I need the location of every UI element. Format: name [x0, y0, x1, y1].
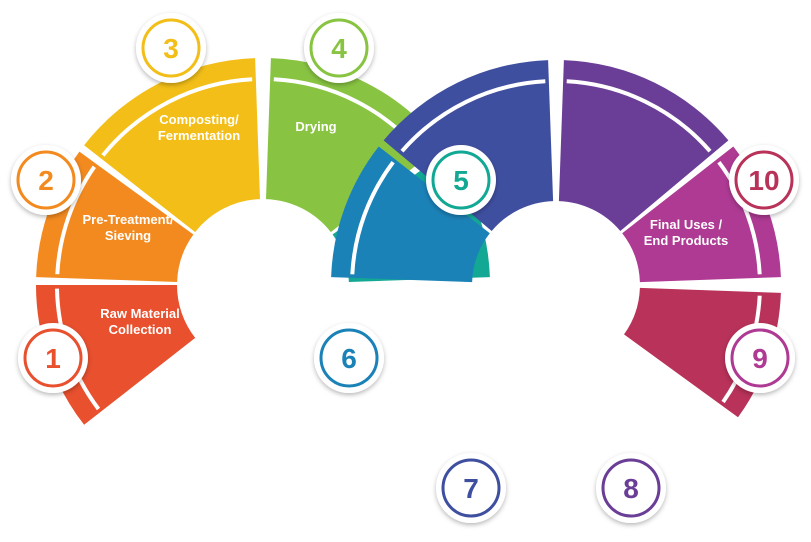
- badge-ring: [441, 458, 501, 518]
- badge-number: 9: [752, 343, 768, 374]
- step-label-4: Drying: [295, 119, 336, 134]
- badge-ring: [730, 328, 790, 388]
- process-step-7: Sieving &Quality Check: [383, 60, 554, 433]
- step-badge-1: 1: [18, 323, 88, 393]
- step-badge-7: 7: [436, 453, 506, 523]
- segment-8: [558, 60, 729, 231]
- badge-ring: [319, 328, 379, 388]
- step-label-line: Final Uses /: [650, 217, 723, 232]
- segment-band-6: [350, 160, 395, 275]
- badge-number: 1: [45, 343, 61, 374]
- segment-band-7: [400, 79, 546, 153]
- badge-ring: [431, 150, 491, 210]
- step-badge-4: 4: [304, 13, 374, 83]
- step-badge-5: 5: [426, 145, 496, 215]
- step-label-line: Pre-Treatment/: [82, 212, 173, 227]
- step-label-line: Sieving &: [460, 402, 519, 417]
- badge-ring: [601, 458, 661, 518]
- segment-band-3: [101, 77, 253, 157]
- step-label-line: Drying: [295, 119, 336, 134]
- step-badge-3: 3: [136, 13, 206, 83]
- step-badge-8: 8: [596, 453, 666, 523]
- step-badge-2: 2: [11, 145, 81, 215]
- step-badge-6: 6: [314, 323, 384, 393]
- process-step-8: Packaging: [558, 60, 729, 422]
- step-badge-10: 10: [729, 145, 799, 215]
- badge-number: 8: [623, 473, 639, 504]
- step-label-line: Collection: [109, 322, 172, 337]
- badge-ring: [141, 18, 201, 78]
- process-step-3: Composting/Fermentation: [84, 58, 260, 233]
- badges-layer: 1 2 3 4 5 6 7 8 9 10: [11, 13, 799, 523]
- step-label-2: Pre-Treatment/Sieving: [82, 212, 173, 243]
- segment-band-8: [566, 79, 712, 153]
- step-label-line: Fermentation: [158, 128, 240, 143]
- badge-ring: [23, 328, 83, 388]
- step-label-7: Sieving &Quality Check: [447, 402, 534, 433]
- badge-number: 5: [453, 165, 469, 196]
- segment-band-9: [717, 160, 762, 275]
- step-label-line: End Products: [644, 233, 729, 248]
- step-label-line: Sieving: [105, 228, 151, 243]
- badge-ring: [734, 150, 794, 210]
- badge-number: 2: [38, 165, 54, 196]
- badge-ring: [16, 150, 76, 210]
- step-label-3: Composting/Fermentation: [158, 112, 240, 143]
- step-label-line: Pelletizing: [396, 322, 460, 337]
- step-label-line: Raw Material: [100, 306, 179, 321]
- step-label-10: Final Uses /End Products: [644, 217, 729, 248]
- segment-4: [266, 58, 442, 233]
- badge-ring: [309, 18, 369, 78]
- step-label-line: Packaging: [589, 407, 654, 422]
- segment-6: [331, 146, 490, 283]
- badge-number: 4: [331, 33, 347, 64]
- step-label-line: Composting/: [159, 112, 239, 127]
- segment-1: [35, 285, 196, 425]
- badge-number: 3: [163, 33, 179, 64]
- badge-number: 10: [748, 165, 779, 196]
- segment-band-2: [55, 165, 96, 275]
- step-label-6: Pelletizing: [396, 322, 460, 337]
- process-step-6: Pelletizing: [331, 146, 490, 337]
- segment-7: [383, 60, 554, 231]
- badge-number: 6: [341, 343, 357, 374]
- segment-3: [84, 58, 260, 233]
- step-badge-9: 9: [725, 323, 795, 393]
- step-label-8: Packaging: [589, 407, 654, 422]
- step-label-line: Quality Check: [447, 418, 534, 433]
- badge-number: 7: [463, 473, 479, 504]
